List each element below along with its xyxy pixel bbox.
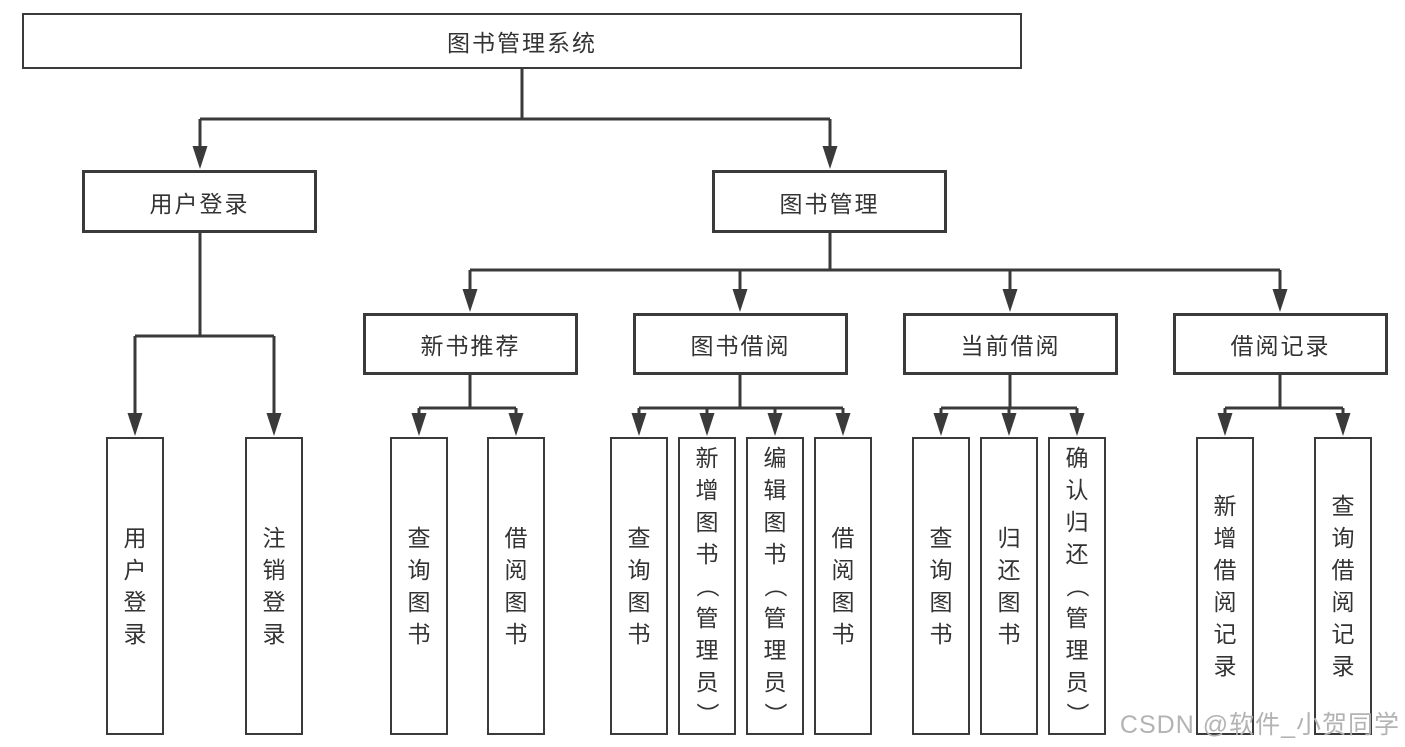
leaf-logout: 注销登录 [245, 437, 303, 735]
node-label: 归还图书 [997, 525, 1021, 647]
leaf-edit-books-admin: 编辑图书（管理员） [746, 437, 804, 735]
node-new-book-recommendation: 新书推荐 [363, 313, 578, 375]
node-label: 编辑图书（管理员） [762, 445, 788, 726]
node-label: 图书管理系统 [447, 30, 597, 56]
leaf-return-books: 归还图书 [980, 437, 1038, 735]
node-current-borrowing: 当前借阅 [903, 313, 1118, 375]
node-borrowing-records: 借阅记录 [1173, 313, 1388, 375]
node-label: 借阅图书 [504, 525, 528, 647]
node-label: 图书借阅 [690, 333, 791, 359]
node-label: 当前借阅 [960, 333, 1061, 359]
node-label: 查询图书 [407, 525, 431, 647]
node-label: 借阅图书 [831, 525, 855, 647]
node-user-login: 用户登录 [82, 170, 317, 233]
leaf-add-books-admin: 新增图书（管理员） [678, 437, 736, 735]
leaf-add-borrow-record: 新增借阅记录 [1196, 437, 1254, 735]
node-label: 确认归还（管理员） [1064, 445, 1090, 726]
node-label: 新增图书（管理员） [694, 445, 720, 726]
node-library-management-system: 图书管理系统 [22, 13, 1022, 69]
leaf-query-books-current: 查询图书 [912, 437, 970, 735]
node-label: 查询借阅记录 [1331, 493, 1355, 679]
leaf-borrow-books: 借阅图书 [814, 437, 872, 735]
leaf-user-login: 用户登录 [106, 437, 164, 735]
leaf-query-books-recommend: 查询图书 [390, 437, 448, 735]
node-label: 新书推荐 [420, 333, 521, 359]
node-label: 用户登录 [123, 525, 147, 647]
leaf-borrow-books-recommend: 借阅图书 [487, 437, 545, 735]
node-label: 借阅记录 [1230, 333, 1331, 359]
watermark: CSDN @软件_小贺同学 [1119, 711, 1400, 739]
node-book-management: 图书管理 [712, 170, 947, 233]
node-book-borrowing: 图书借阅 [633, 313, 848, 375]
leaf-query-borrow-record: 查询借阅记录 [1314, 437, 1372, 735]
leaf-confirm-return-admin: 确认归还（管理员） [1048, 437, 1106, 735]
node-label: 查询图书 [627, 525, 651, 647]
node-label: 注销登录 [262, 525, 286, 647]
leaf-query-books-borrowing: 查询图书 [610, 437, 668, 735]
node-label: 用户登录 [149, 190, 250, 217]
node-label: 查询图书 [929, 525, 953, 647]
node-label: 新增借阅记录 [1213, 493, 1237, 679]
node-label: 图书管理 [779, 190, 880, 217]
